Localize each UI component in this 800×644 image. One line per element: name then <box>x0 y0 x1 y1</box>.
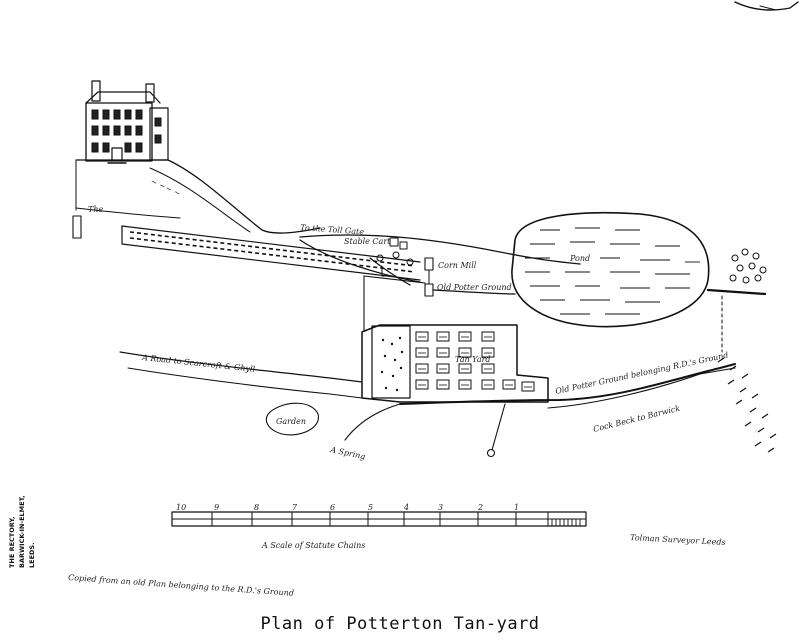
copy-note: Copied from an old Plan belonging to the… <box>68 573 294 598</box>
beck-label: Cock Beck to Barwick <box>592 404 681 434</box>
corner-fragment <box>734 1 799 11</box>
spring-label: A Spring <box>329 445 367 461</box>
well-path <box>491 403 506 451</box>
gate-post <box>72 215 82 239</box>
lower-road-edge <box>547 367 736 409</box>
drive-note: ~ ~~ ~ <box>149 177 182 199</box>
svg-text:Stable Cart: Stable Cart <box>344 237 391 246</box>
road-left-lower <box>127 367 363 399</box>
old-potter-ground-label: Old Potter Ground <box>437 283 512 292</box>
pond: Pond <box>511 212 710 328</box>
scale-number-3: 3 <box>438 503 443 512</box>
drive-line <box>167 159 321 234</box>
the-word: The <box>88 205 103 214</box>
corn-mill-label: Corn Mill <box>438 261 477 270</box>
road-left <box>119 351 363 383</box>
trees-cluster <box>729 248 767 284</box>
scale-number-2: 2 <box>477 503 483 512</box>
scale-number-5: 5 <box>368 503 373 512</box>
stream-right <box>706 288 767 296</box>
stamp-line-1: THE RECTORY, <box>8 516 16 568</box>
rectory-stamp-svg: THE RECTORY, BARWICK-IN-ELMET, LEEDS. <box>8 495 36 568</box>
lower-road <box>399 363 736 405</box>
surveyor-note: Tolman Surveyor Leeds <box>630 533 726 547</box>
scale-number-8: 8 <box>254 503 259 512</box>
long-wall <box>121 225 421 281</box>
house-drawing <box>85 80 169 164</box>
well-circle <box>486 448 496 458</box>
garden: Garden <box>265 402 319 436</box>
scale-number-9: 9 <box>214 503 219 512</box>
stamp-line-2: BARWICK-IN-ELMET, <box>18 495 26 568</box>
road-under-house <box>75 207 181 219</box>
scale-number-7: 7 <box>292 503 298 512</box>
scale-number-6: 6 <box>330 503 335 512</box>
stamp-line-3: LEEDS. <box>28 542 36 568</box>
pond-label: Pond <box>569 254 590 263</box>
drive-line-2 <box>149 167 251 233</box>
road-left-label: A Road to Scarcroft & Ghyll <box>141 353 256 374</box>
scale-caption: A Scale of Statute Chains <box>261 541 365 550</box>
tan-yard-label: Tan Yard <box>455 355 491 364</box>
yard-boundary-top <box>363 275 426 284</box>
scale-number-4: 4 <box>403 503 409 512</box>
spring-path <box>344 403 401 441</box>
rectory-stamp: THE RECTORY, BARWICK-IN-ELMET, LEEDS. <box>6 470 46 570</box>
scale-bar: 10 9 8 7 6 5 4 3 2 1 <box>171 503 587 527</box>
road-top-lower <box>299 239 421 283</box>
road-top-label: To the Toll Gate <box>300 223 365 236</box>
road-top <box>299 234 581 265</box>
page-title: Plan of Potterton Tan-yard <box>260 614 540 634</box>
beck-bank-hatching <box>717 357 777 453</box>
mill-race <box>432 289 516 295</box>
scale-number-1: 1 <box>514 503 519 512</box>
mill-buildings: Stable Cart <box>344 237 434 297</box>
scale-number-10: 10 <box>176 503 186 512</box>
tan-yard-buildings: Tan Yard <box>361 324 549 403</box>
garden-label: Garden <box>276 417 306 426</box>
